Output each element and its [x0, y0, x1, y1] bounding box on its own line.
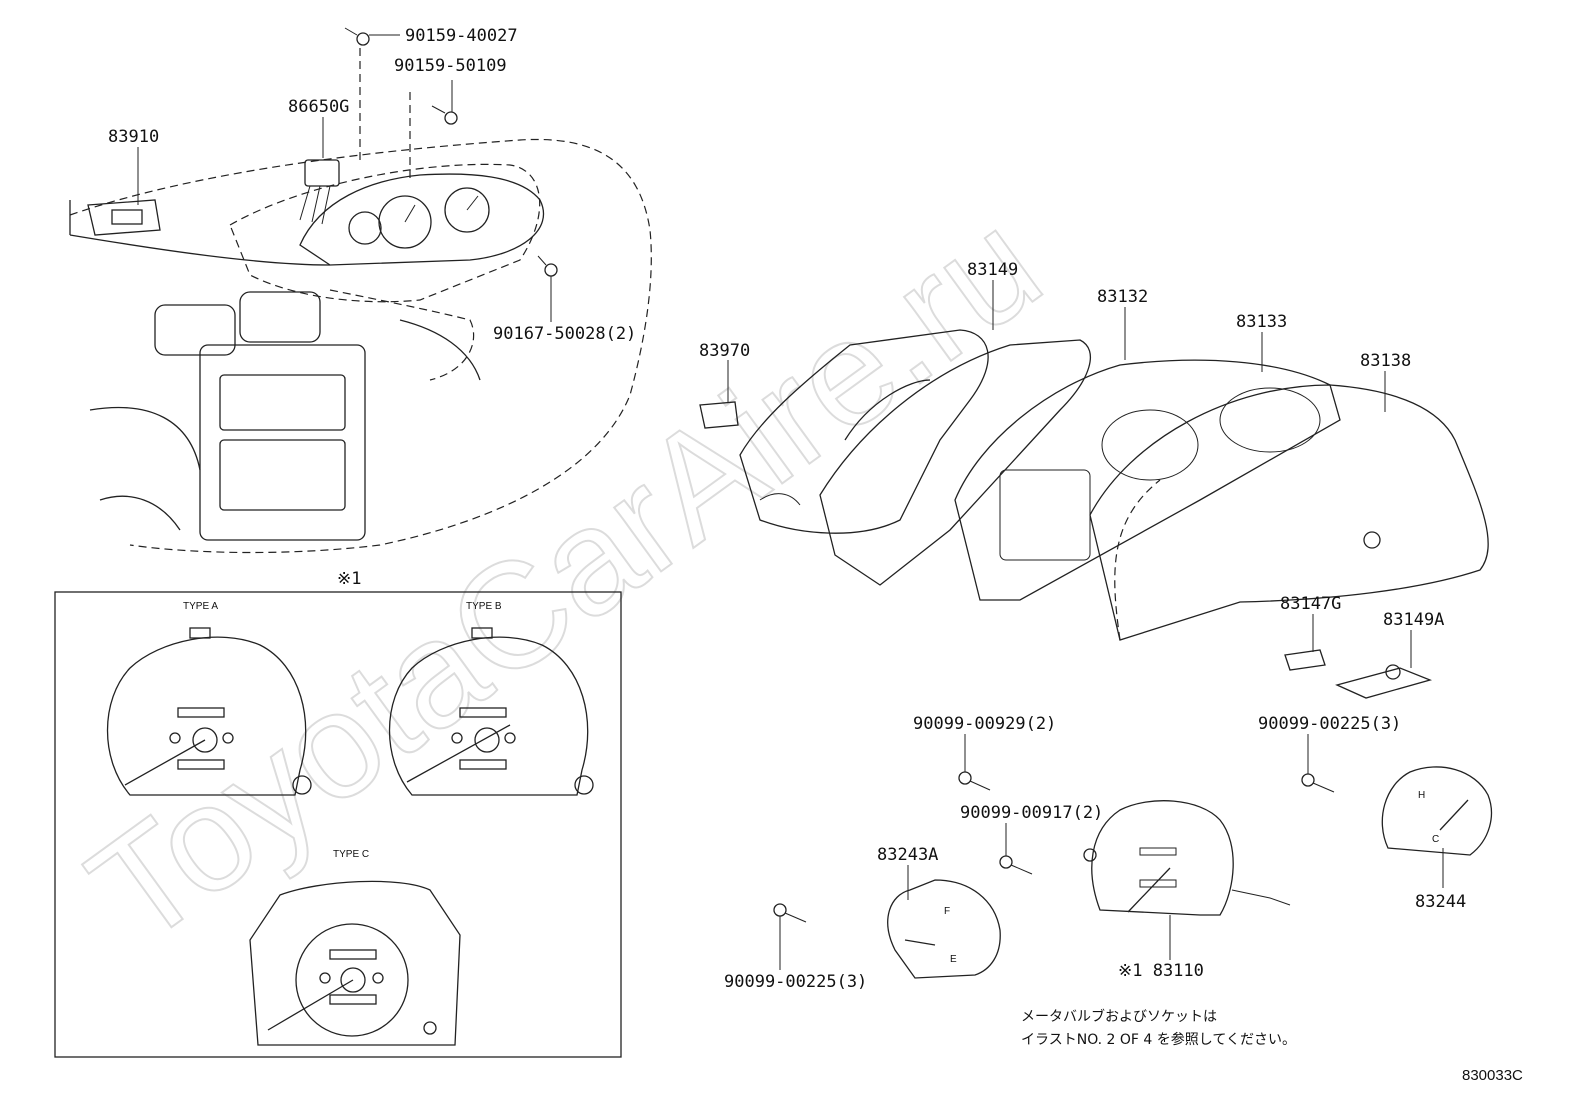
cluster-exploded-view [699, 329, 1489, 699]
label-83133: 83133 [1236, 312, 1287, 332]
label-83110: ※1 83110 [1118, 961, 1204, 981]
label-90099-00929: 90099-00929(2) [913, 714, 1056, 734]
label-83132: 83132 [1097, 287, 1148, 307]
leader-lines [137, 34, 1444, 970]
label-90099-00225-left: 90099-00225(3) [724, 972, 867, 992]
type-b-label: TYPE B [466, 601, 502, 612]
temp-hot-mark: H [1418, 790, 1425, 801]
label-86650G: 86650G [288, 97, 349, 117]
label-90099-00225-right: 90099-00225(3) [1258, 714, 1401, 734]
temp-cold-mark: C [1432, 834, 1439, 845]
label-90159-40027: 90159-40027 [405, 26, 518, 46]
inset-marker: ※1 [337, 569, 361, 589]
dashboard-illustration [69, 27, 652, 554]
label-83910: 83910 [108, 127, 159, 147]
type-a-label: TYPE A [183, 601, 218, 612]
small-gauges: F E H C [773, 766, 1492, 979]
type-c-label: TYPE C [333, 849, 369, 860]
type-b-gauge [388, 627, 594, 796]
label-90159-50109: 90159-50109 [394, 56, 507, 76]
label-83970: 83970 [699, 341, 750, 361]
fuel-empty-mark: E [950, 954, 957, 965]
type-c-gauge [249, 880, 461, 1046]
diagram-code: 830033C [1462, 1067, 1523, 1084]
type-a-gauge [106, 627, 312, 796]
note-line-2: イラストNO. 2 OF 4 を参照してください。 [1021, 1031, 1296, 1048]
fuel-full-mark: F [944, 906, 950, 917]
label-83149A: 83149A [1383, 610, 1444, 630]
note-line-1: メータバルブおよびソケットは [1021, 1008, 1217, 1025]
label-83243A: 83243A [877, 845, 938, 865]
label-90167-50028: 90167-50028(2) [493, 324, 636, 344]
label-83244: 83244 [1415, 892, 1466, 912]
label-83149: 83149 [967, 260, 1018, 280]
label-90099-00917: 90099-00917(2) [960, 803, 1103, 823]
label-83147G: 83147G [1280, 594, 1341, 614]
callout-labels: 90159-40027 90159-50109 86650G 83910 901… [108, 26, 1466, 992]
gauge-type-inset: ※1 TYPE A TYPE B TY [54, 569, 622, 1058]
label-83138: 83138 [1360, 351, 1411, 371]
